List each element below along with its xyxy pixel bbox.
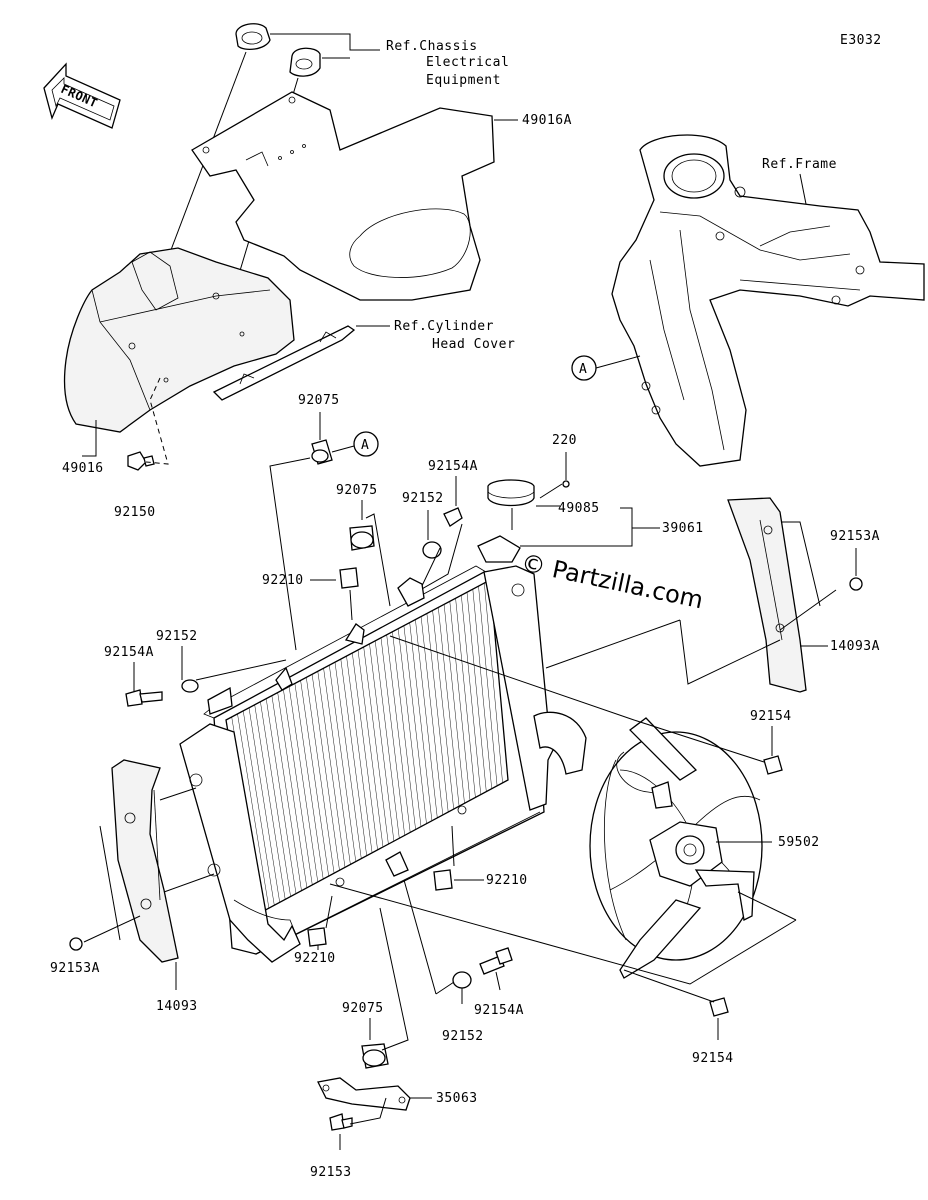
bolt-92154A-left — [125, 689, 163, 707]
clip-92210-bottom — [307, 927, 327, 947]
part-label-35063: 35063 — [436, 1091, 478, 1106]
collar-92152-top — [422, 541, 442, 559]
bolt-92150 — [127, 451, 155, 471]
bracket-cylinder-ref — [212, 325, 356, 401]
part-label-59502: 59502 — [778, 835, 820, 850]
bolt-92154A-bottom — [479, 947, 513, 975]
cover-49016 — [63, 247, 295, 433]
bolt-92154A-top — [443, 507, 463, 527]
part-label-92154A-c: 92154A — [474, 1003, 524, 1018]
part-label-92152-b: 92152 — [156, 629, 198, 644]
shroud-14093 — [111, 759, 179, 963]
clip-92210-right — [433, 869, 453, 891]
part-label-14093A: 14093A — [830, 639, 880, 654]
callout-a-frame: A — [579, 362, 587, 377]
part-label-92154-a: 92154 — [750, 709, 792, 724]
frame-reference — [611, 134, 925, 467]
radiator-right-tank — [483, 565, 587, 811]
collar-92152-bottom — [452, 971, 472, 989]
part-label-92075-b: 92075 — [336, 483, 378, 498]
part-label-92210-c: 92210 — [294, 951, 336, 966]
grommet-92075-bottom — [361, 1043, 389, 1069]
part-label-39061: 39061 — [662, 521, 704, 536]
collar-92152-left — [181, 679, 199, 693]
radiator-top-brackets — [207, 577, 425, 715]
screw-220 — [562, 480, 570, 488]
ref-cylinder-label-1: Ref.Cylinder — [394, 319, 494, 334]
part-label-92154A-a: 92154A — [428, 459, 478, 474]
ref-cylinder-label-2: Head Cover — [432, 337, 515, 352]
diagram-code: E3032 — [840, 33, 882, 48]
ref-chassis-label-2: Electrical — [426, 55, 509, 70]
bracket-35063 — [317, 1077, 411, 1111]
grommet-92075-top — [311, 439, 333, 465]
part-label-92153: 92153 — [310, 1165, 352, 1180]
part-label-92153A-b: 92153A — [50, 961, 100, 976]
part-label-92150: 92150 — [114, 505, 156, 520]
part-label-92075-a: 92075 — [298, 393, 340, 408]
part-label-49016A: 49016A — [522, 113, 572, 128]
callout-a-circle-radiator — [353, 431, 379, 457]
screw-92153A-left — [69, 937, 83, 951]
bolt-92154-lower — [709, 997, 729, 1017]
bolt-92154-upper — [763, 755, 783, 775]
radiator-left-tank — [179, 723, 301, 963]
ref-frame-label: Ref.Frame — [762, 157, 837, 172]
cooling-fan-59502 — [589, 717, 763, 979]
screw-92153-bottom — [329, 1113, 353, 1131]
filler-neck-39061 — [477, 535, 521, 563]
callout-a-radiator: A — [361, 438, 369, 453]
part-label-49085: 49085 — [558, 501, 600, 516]
part-label-92154A-b: 92154A — [104, 645, 154, 660]
part-label-92153A-a: 92153A — [830, 529, 880, 544]
cover-49016A — [191, 91, 495, 301]
shroud-14093A — [727, 497, 807, 693]
watermark-line-1: © Partzilla.com — [519, 548, 706, 614]
part-label-92075-c: 92075 — [342, 1001, 384, 1016]
part-label-92210-b: 92210 — [486, 873, 528, 888]
ref-chassis-label-3: Equipment — [426, 73, 501, 88]
screw-92153A-right — [849, 577, 863, 591]
part-label-49016: 49016 — [62, 461, 104, 476]
part-label-14093: 14093 — [156, 999, 198, 1014]
part-label-92210-a: 92210 — [262, 573, 304, 588]
clip-92210-top — [339, 567, 359, 589]
front-arrow-icon: FRONT — [43, 62, 121, 129]
grommet-92075-mid — [349, 525, 375, 551]
part-label-92152-a: 92152 — [402, 491, 444, 506]
part-label-92154-b: 92154 — [692, 1051, 734, 1066]
radiator-bottom-brackets — [335, 805, 467, 887]
connector-icon — [235, 23, 321, 77]
part-label-92152-c: 92152 — [442, 1029, 484, 1044]
part-label-220: 220 — [552, 433, 577, 448]
ref-chassis-label-1: Ref.Chassis — [386, 39, 478, 54]
radiator-cap-49085 — [487, 479, 535, 507]
